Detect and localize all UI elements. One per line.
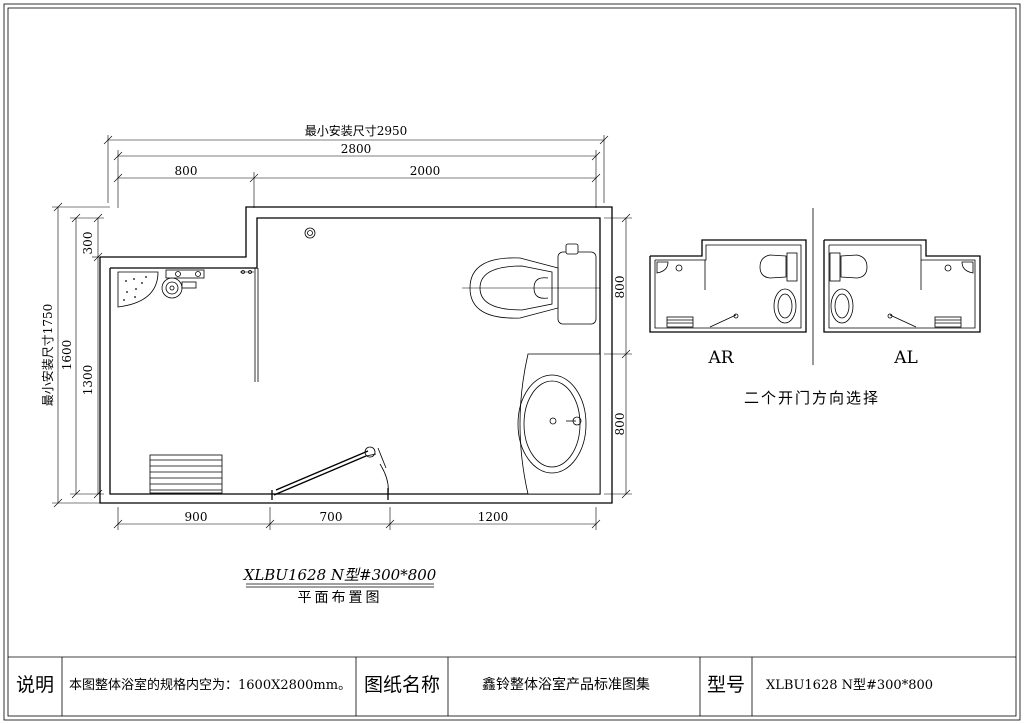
plan-model-title: XLBU1628 N型#300*800 — [243, 566, 437, 584]
floor-plan: 最小安装尺寸2950 2800 800 2000 最小安装尺寸1750 1600… — [40, 123, 632, 606]
sliding-door — [271, 446, 389, 500]
dim-min-install-height: 最小安装尺寸1750 — [40, 304, 55, 407]
dim-bottom-door: 700 — [320, 510, 343, 524]
dim-overall-width: 2800 — [341, 142, 372, 156]
dim-right-lower-height: 800 — [613, 413, 627, 436]
wash-basin — [517, 353, 601, 495]
title-desc-label: 说明 — [16, 674, 54, 696]
option-al-plan — [823, 239, 981, 333]
title-drawing-name: 鑫铃整体浴室产品标准图集 — [482, 676, 650, 693]
toilet — [462, 243, 600, 325]
sheet-outer-border — [3, 3, 1021, 721]
dim-bottom-left: 900 — [185, 510, 208, 524]
option-caption: 二个开门方向选择 — [744, 389, 880, 407]
title-model-label: 型号 — [707, 674, 745, 696]
dim-bottom-right: 1200 — [478, 510, 509, 524]
shower-mixer — [161, 269, 205, 299]
dim-top-offset: 300 — [81, 232, 95, 255]
dim-min-install-width: 最小安装尺寸2950 — [305, 123, 408, 138]
option-ar-label: AR — [707, 348, 734, 368]
bottom-dimensions — [113, 507, 601, 530]
title-desc-text: 本图整体浴室的规格内空为：1600X2800mm。 — [69, 677, 351, 693]
dim-left-height: 1300 — [81, 365, 95, 396]
dim-right-upper-height: 800 — [613, 276, 627, 299]
dim-left-width: 800 — [175, 164, 198, 178]
sheet-inner-border — [7, 7, 1017, 717]
title-model-value: XLBU1628 N型#300*800 — [766, 678, 933, 693]
title-drawing-name-label: 图纸名称 — [364, 674, 440, 696]
right-dimensions — [604, 213, 632, 499]
shower-seat — [149, 454, 223, 494]
left-dimensions — [52, 202, 110, 508]
title-block — [8, 656, 1016, 716]
option-al-label: AL — [893, 348, 918, 368]
corner-shower-tray — [117, 271, 159, 308]
plan-caption: 平面布置图 — [298, 590, 383, 606]
top-dimensions — [103, 135, 609, 208]
dim-overall-height: 1600 — [60, 340, 74, 371]
dim-right-width: 2000 — [410, 164, 441, 178]
wall-inner — [109, 217, 601, 495]
floor-drain — [304, 227, 316, 239]
option-ar-plan — [649, 239, 807, 333]
